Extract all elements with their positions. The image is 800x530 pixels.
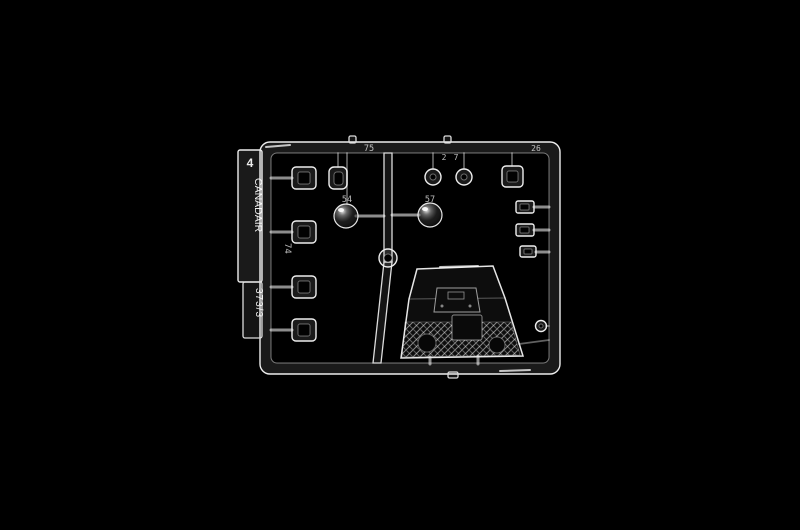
cup-part-hollow (333, 171, 344, 186)
central-runner-upper (383, 152, 393, 263)
canopy-part (400, 265, 550, 366)
instrument-cluster (447, 291, 465, 300)
window-pane (297, 280, 311, 294)
part-number-label: 2 (442, 153, 447, 162)
small-cup-part (328, 152, 348, 190)
instrument-dial (468, 304, 472, 308)
lens-parts: 54 57 (333, 152, 443, 229)
window-pane (297, 323, 311, 337)
tab-sprue-number: 4 (247, 156, 254, 170)
frame-glint (499, 369, 531, 372)
small-rect-pane (519, 203, 530, 211)
tab-brand-text: CANADAIR (252, 178, 264, 233)
identification-tab: 4 CANADAIR 373/3 (237, 149, 264, 339)
part-number-label: 54 (342, 195, 352, 205)
top-right-square-part: 26 (501, 144, 541, 188)
knob-hole (538, 323, 544, 329)
tab-mold-code: 373/3 (253, 288, 264, 318)
frame-glint (265, 144, 291, 148)
ring-hole (429, 173, 437, 181)
small-rect-pane (523, 248, 533, 255)
dark-port (488, 336, 506, 354)
instrument-dial (440, 304, 444, 308)
ejector-nub (443, 135, 452, 144)
window-pane (297, 171, 311, 185)
window-pane (297, 225, 311, 239)
lens-highlight (338, 208, 344, 212)
square-pane (506, 170, 519, 183)
canopy-glint (439, 265, 479, 268)
ring-hole (460, 173, 468, 181)
lens-sphere (417, 202, 443, 228)
part-number-label: 74 (282, 243, 292, 254)
dark-port (417, 333, 437, 353)
disc-hole (383, 253, 393, 263)
part-number-label: 57 (425, 195, 435, 205)
ring-parts: 2 7 (424, 152, 473, 186)
ejector-nub (348, 135, 357, 144)
tab-lower-plate (242, 281, 263, 339)
ejector-nub (447, 371, 459, 379)
lens-sphere (333, 203, 359, 229)
lens-highlight (422, 207, 428, 211)
small-rect-pane (519, 226, 530, 234)
window-parts-column: 74 (269, 166, 317, 342)
runner-disc-part (378, 248, 398, 268)
part-number-label: 7 (454, 153, 459, 162)
part-number-label: 75 (364, 144, 374, 154)
gate (518, 339, 550, 345)
central-runner-lower (372, 261, 393, 364)
right-column-parts (515, 200, 551, 333)
part-number-label: 26 (531, 144, 541, 153)
tinted-window (451, 314, 483, 341)
